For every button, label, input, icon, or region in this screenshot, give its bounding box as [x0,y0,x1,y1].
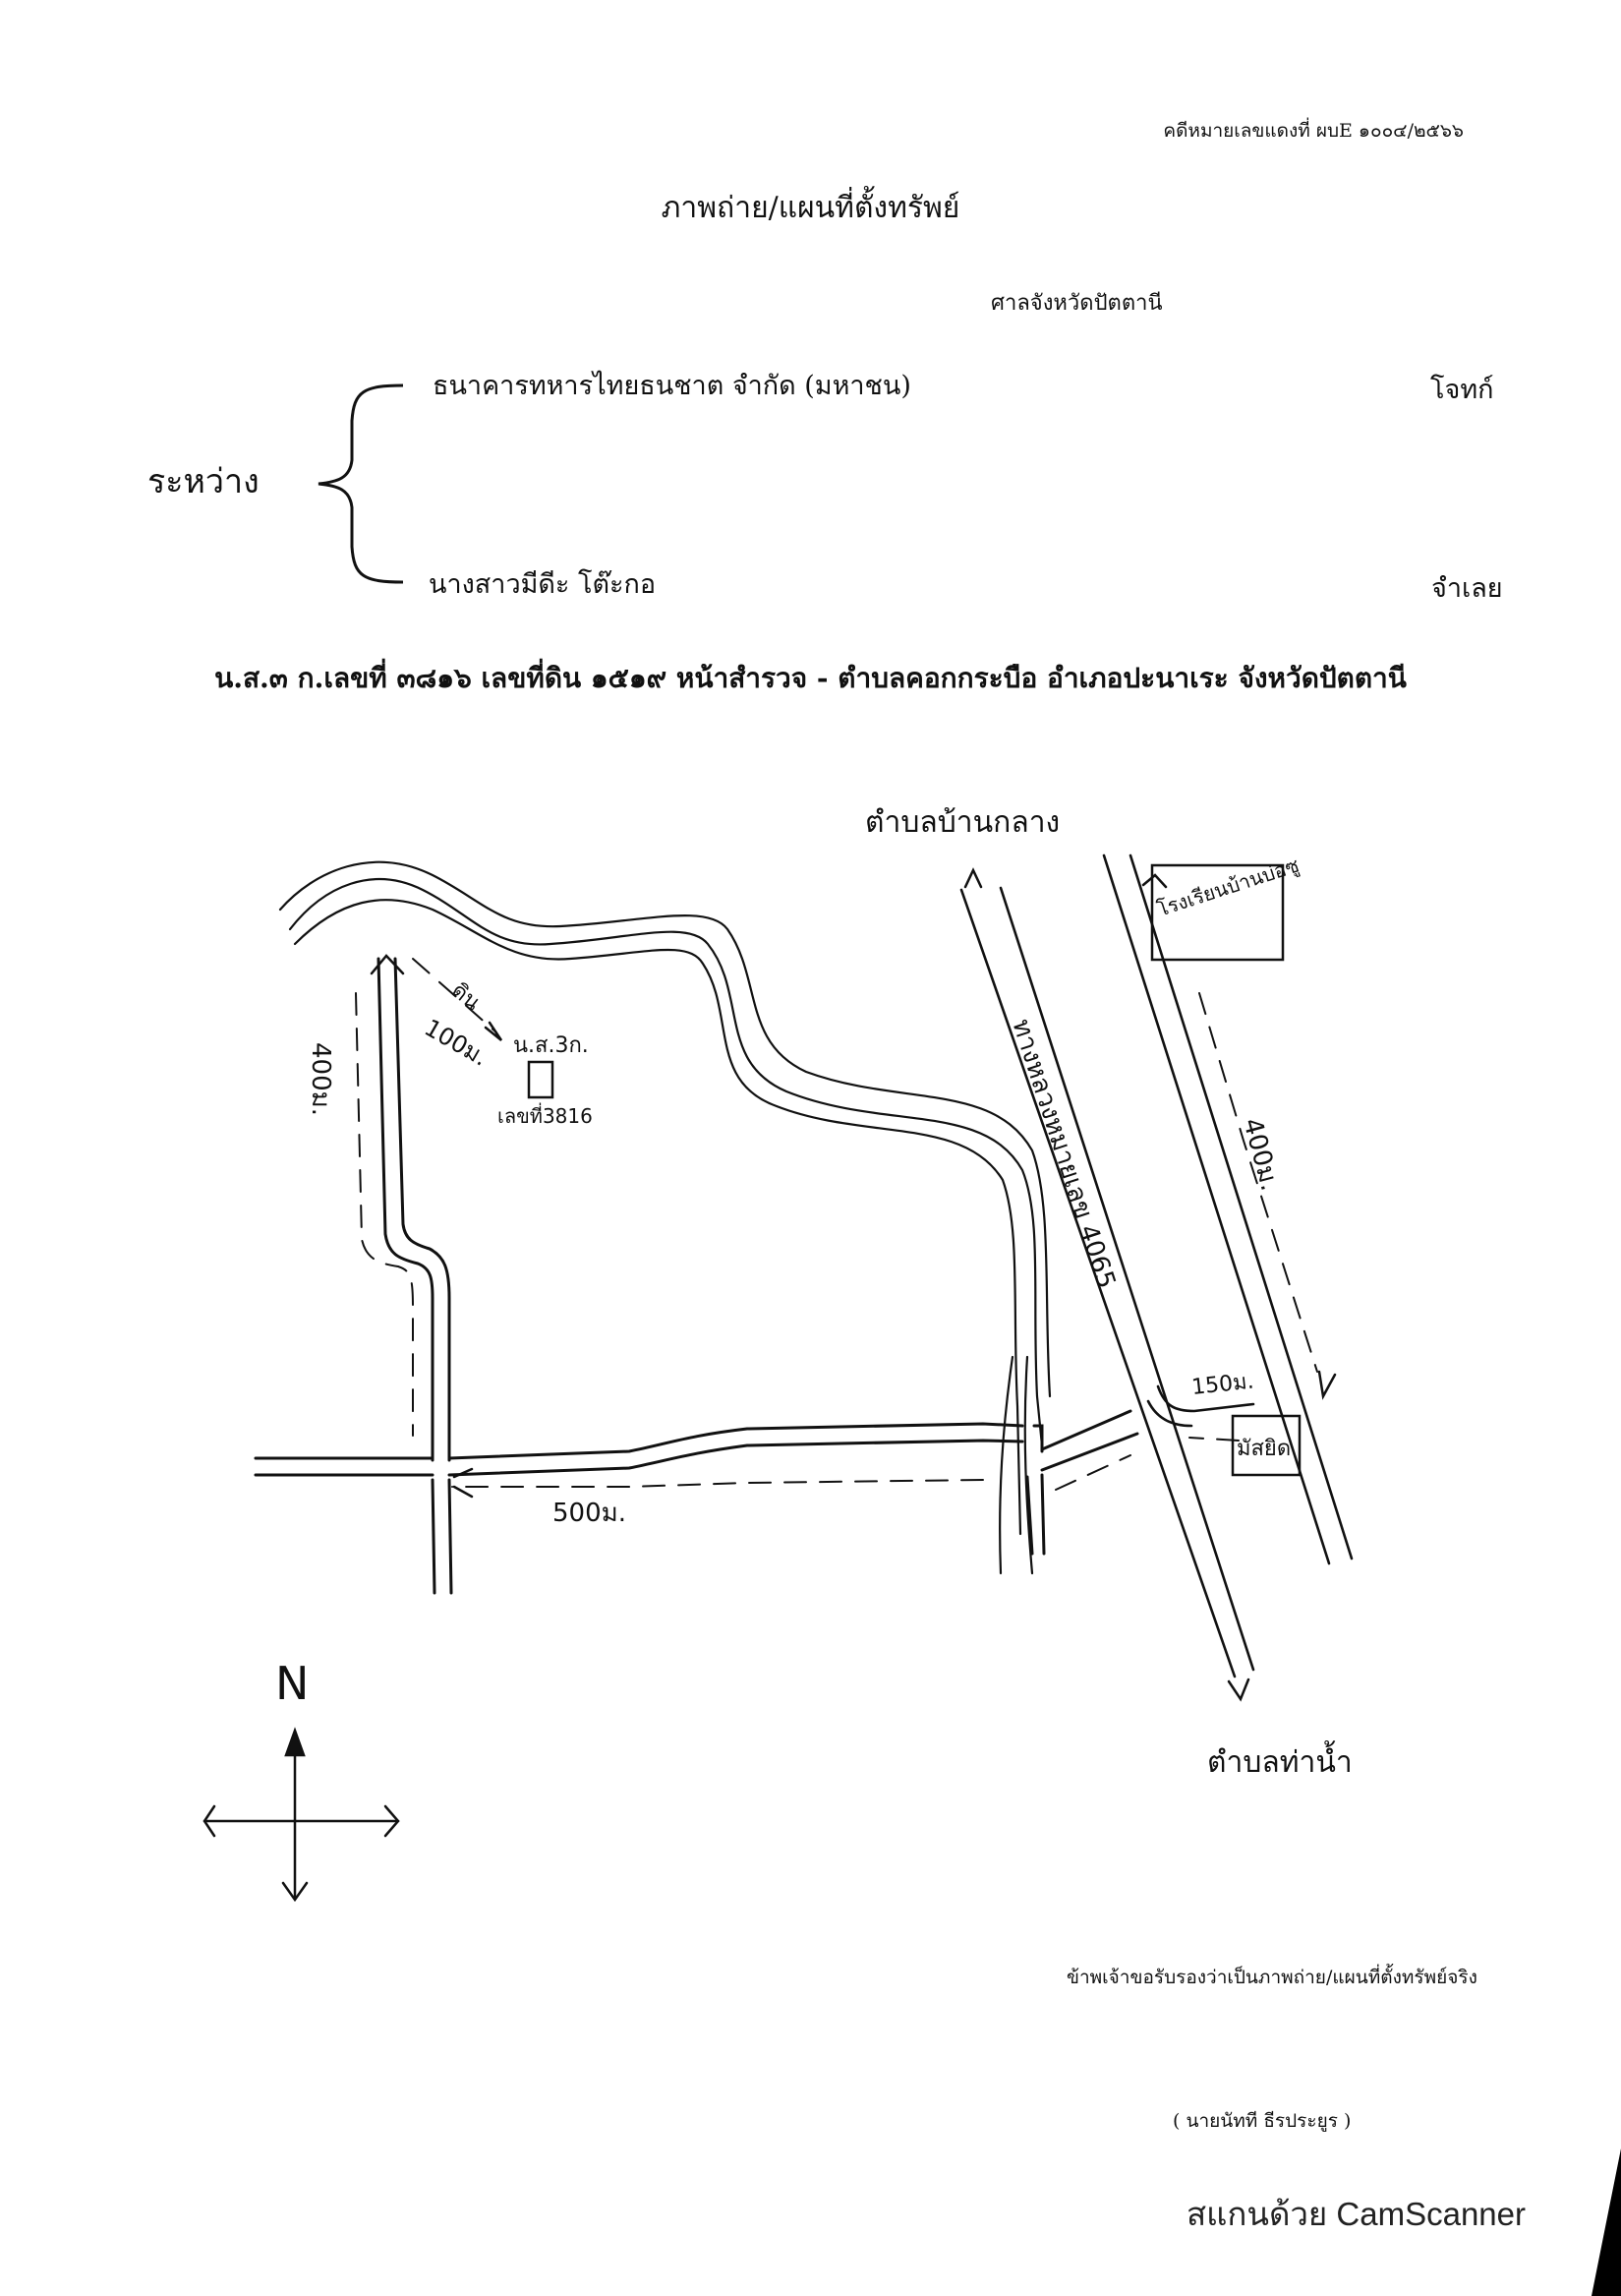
label-north-direction: ตำบลบ้านกลาง [865,805,1060,840]
label-dist-400-right: 400ม. [1237,1115,1284,1194]
plaintiff-role: โจทก์ [1430,375,1494,405]
defendant-name: นางสาวมีดีะ โต๊ะกอ [429,569,657,600]
label-south-direction: ตำบลท่าน้ำ [1207,1740,1353,1780]
label-dist-500: 500ม. [552,1499,626,1528]
parcel-box [527,1060,554,1099]
label-parcel-top: น.ส.3ก. [513,1033,589,1058]
canal [278,860,1052,1575]
highway-4065 [959,886,1255,1678]
school-box [1150,863,1285,962]
certification-text: ข้าพเจ้าขอรับรองว่าเป็นภาพถ่าย/แผนที่ตั้… [1067,1967,1477,1988]
corner-shadow [1592,2149,1621,2296]
label-dist-150: 150ม. [1190,1369,1255,1400]
court-name: ศาลจังหวัดปัตตานี [991,291,1163,316]
party-brace [318,383,404,584]
arrow-heads [370,867,1337,1702]
land-description: น.ส.๓ ก.เลขที่ ๓๘๑๖ เลขที่ดิน ๑๕๑๙ หน้าส… [214,662,1407,694]
label-mosque: มัสยิด [1237,1437,1291,1461]
plaintiff-name: ธนาคารทหารไทยธนชาต จำกัด (มหาชน) [433,371,911,401]
signer-name: ( นายนัทที ธีรประยูร ) [1173,2110,1352,2132]
label-dist-100: 100ม. [420,1014,492,1072]
document-title: ภาพถ่าย/แผนที่ตั้งทรัพย์ [661,191,960,225]
label-school: โรงเรียนบ้านบ่อซู [1154,854,1302,922]
label-dist-400-left: 400ม. [306,1042,335,1116]
right-road [1102,854,1354,1565]
case-number: คดีหมายเลขแดงที่ ผบE ๑๐๐๔/๒๕๖๖ [1163,120,1464,142]
route-dashed [355,958,1318,1491]
compass [203,1727,400,1903]
scanner-watermark: สแกนด้วย CamScanner [1187,2196,1527,2232]
mosque-box [1231,1414,1302,1477]
between-label: ระหว่าง [147,462,260,501]
label-soil: ดิน [446,978,485,1016]
main-road [254,1409,1139,1556]
label-parcel-bottom: เลขที่3816 [497,1102,593,1128]
defendant-role: จำเลย [1431,573,1503,604]
left-road [376,957,453,1595]
compass-north-label: N [275,1657,309,1710]
label-highway: ทางหลวงหมายเลข 4065 [1006,1016,1121,1292]
